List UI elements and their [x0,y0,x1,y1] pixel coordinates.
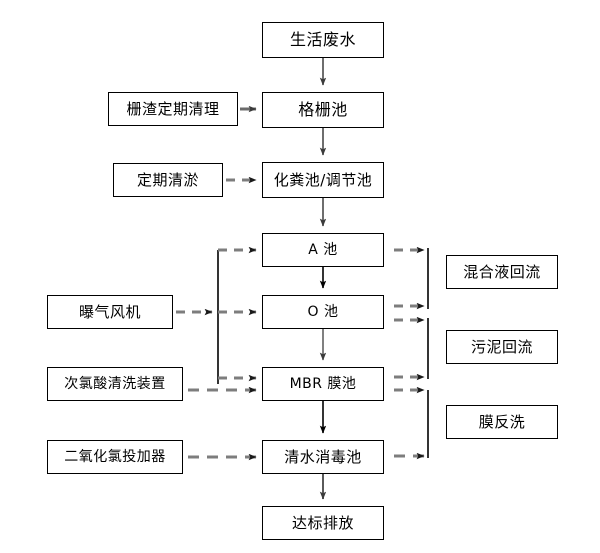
node-membrane-backwash[interactable]: 膜反洗 [446,405,558,439]
node-label: O 池 [307,304,339,320]
node-label: 达标排放 [291,513,354,532]
node-label: 定期清淤 [136,170,199,189]
node-label: 二氧化氯投加器 [64,449,166,465]
node-label: 膜反洗 [478,412,526,431]
node-label: MBR 膜池 [289,376,357,392]
node-label: 曝气风机 [78,302,141,321]
node-label: 化粪池/调节池 [273,170,373,189]
node-label: 污泥回流 [470,337,533,356]
node-mbr-membrane-tank[interactable]: MBR 膜池 [262,367,384,401]
node-domestic-wastewater[interactable]: 生活废水 [262,22,384,58]
node-label: 次氯酸清洗装置 [64,376,166,392]
node-periodic-desilting[interactable]: 定期清淤 [113,163,223,197]
node-label: 清水消毒池 [284,447,362,466]
node-aeration-blower[interactable]: 曝气风机 [47,295,173,329]
node-sludge-return[interactable]: 污泥回流 [446,330,558,364]
node-chlorine-dioxide-doser[interactable]: 二氧化氯投加器 [47,440,183,474]
node-label: A 池 [308,242,338,258]
node-label: 栅渣定期清理 [126,99,220,118]
node-grille-tank[interactable]: 格栅池 [262,92,384,128]
node-mixed-liquor-return[interactable]: 混合液回流 [446,255,558,289]
right-return-edges [394,246,429,460]
node-label: 混合液回流 [463,262,541,281]
node-clean-water-disinfection-tank[interactable]: 清水消毒池 [262,440,384,474]
node-periodic-grit-cleaning[interactable]: 栅渣定期清理 [108,92,238,126]
left-input-edges [176,105,257,461]
node-a-pool[interactable]: A 池 [262,233,384,267]
node-septic-regulating-tank[interactable]: 化粪池/调节池 [262,162,384,198]
node-label: 格栅池 [298,100,348,119]
node-label: 生活废水 [289,30,356,49]
node-compliant-discharge[interactable]: 达标排放 [262,506,384,540]
node-hypochlorous-acid-cleaning-device[interactable]: 次氯酸清洗装置 [47,367,183,401]
node-o-pool[interactable]: O 池 [262,295,384,329]
